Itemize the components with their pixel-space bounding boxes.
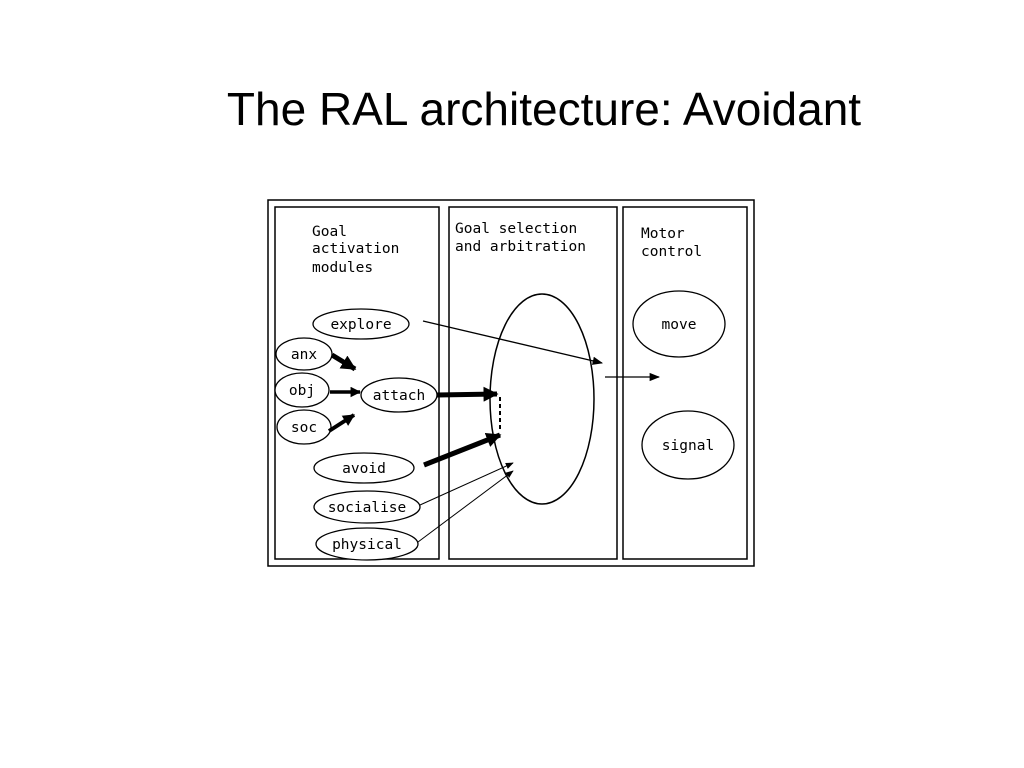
node-label-physical: physical — [332, 537, 402, 553]
arrow-avoid-to-arbitration — [423, 432, 502, 468]
node-label-obj: obj — [289, 383, 315, 399]
arrow-socialise-to-arbitration — [419, 462, 514, 506]
panel-heading-line: modules — [312, 260, 373, 276]
panel-heading-goal-activation: Goal activation modules — [312, 224, 408, 276]
node-anx: anx — [275, 337, 333, 371]
node-socialise: socialise — [313, 490, 421, 524]
ral-architecture-diagram: Goal activation modules Goal selection a… — [267, 199, 755, 567]
arrow-explore-to-arbitration — [422, 320, 604, 365]
panel-heading-line: Goal — [312, 224, 347, 240]
arrow-soc-to-attach — [327, 413, 356, 433]
node-label-socialise: socialise — [328, 500, 407, 516]
panel-motor-control — [622, 206, 748, 560]
arrow-anx-to-attach — [330, 352, 357, 372]
node-avoid: avoid — [313, 452, 415, 484]
panel-heading-line: control — [641, 244, 702, 260]
node-label-avoid: avoid — [342, 461, 386, 477]
node-physical: physical — [315, 527, 419, 561]
node-label-attach: attach — [373, 388, 425, 404]
panel-heading-line: activation — [312, 241, 399, 257]
panel-heading-line: Goal selection — [455, 221, 577, 237]
node-label-anx: anx — [291, 347, 317, 363]
arrow-attach-to-arbitration — [436, 386, 499, 402]
panel-goal-selection — [448, 206, 618, 560]
node-label-soc: soc — [291, 420, 317, 436]
node-label-move: move — [662, 317, 697, 333]
node-label-signal: signal — [662, 438, 714, 454]
node-obj: obj — [274, 372, 330, 408]
node-attach: attach — [360, 377, 438, 413]
node-signal: signal — [641, 410, 735, 480]
panel-heading-line: and arbitration — [455, 239, 586, 255]
panel-heading-motor-control: Motor control — [641, 226, 702, 260]
panel-heading-line: Motor — [641, 226, 685, 242]
panel-heading-goal-selection: Goal selection and arbitration — [455, 221, 586, 255]
node-soc: soc — [276, 409, 332, 445]
slide-title: The RAL architecture: Avoidant — [226, 83, 862, 135]
node-move: move — [632, 290, 726, 358]
node-label-explore: explore — [330, 317, 391, 333]
node-explore: explore — [312, 308, 410, 340]
arrow-physical-to-arbitration — [417, 470, 514, 543]
